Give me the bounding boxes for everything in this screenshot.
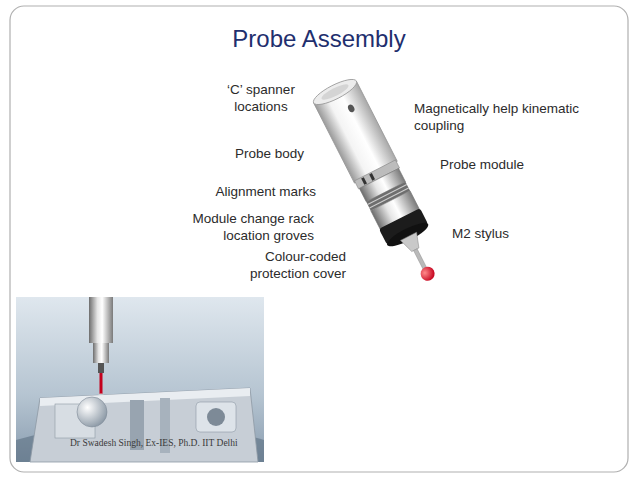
label-slot: ‘C’ spanner locations [216,82,306,116]
cmm-photo [16,297,264,462]
watermark: Dr Swadesh Singh, Ex-IES, Ph.D. IIT Delh… [70,438,266,450]
label-slot: Colour-coded protection cover [226,249,346,283]
part-label: ‘C’ spanner locations [216,82,306,116]
part-label: Alignment marks [176,184,316,201]
label-slot: Magnetically help kinematic coupling [414,101,620,135]
label-slot: Probe body [196,146,304,163]
label-slot: Probe module [440,157,580,174]
part-label: Magnetically help kinematic coupling [414,101,620,135]
slide-title: Probe Assembly [10,24,628,54]
label-slot: Dr Swadesh Singh, Ex-IES, Ph.D. IIT Delh… [70,438,266,450]
label-slot: Alignment marks [176,184,316,201]
part-label: Module change rack location groves [174,211,314,245]
part-label: M2 stylus [452,226,572,243]
part-label: Colour-coded protection cover [226,249,346,283]
spanner-hole [347,103,356,113]
stylus-ball [418,264,437,283]
alignment-mark [361,177,367,185]
part-label: Probe module [440,157,580,174]
alignment-mark [369,173,375,181]
slide-border [10,6,628,472]
label-slot: Module change rack location groves [174,211,314,245]
part-label: Probe body [196,146,304,163]
title-slot: Probe Assembly [10,24,628,54]
label-slot: M2 stylus [452,226,572,243]
